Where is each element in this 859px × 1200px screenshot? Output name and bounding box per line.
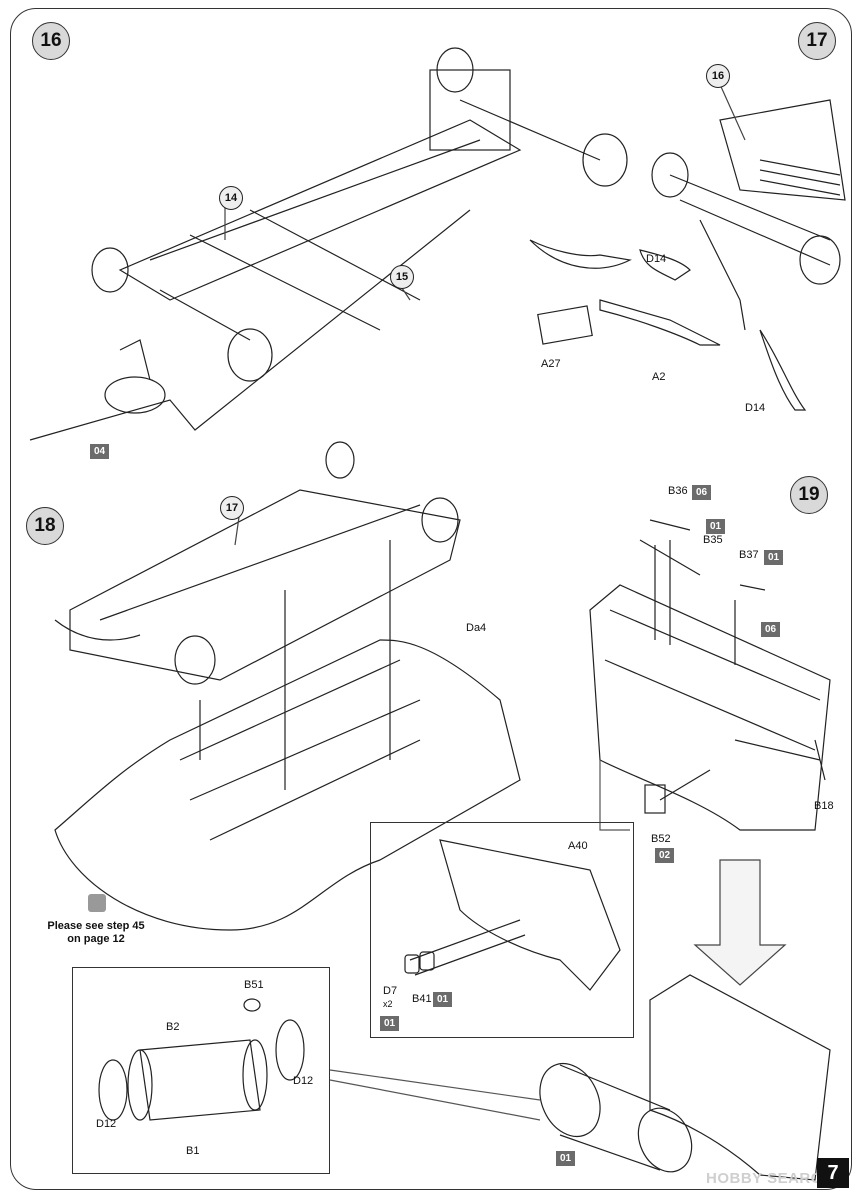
step18-floor-drawing	[54, 441, 521, 931]
label-a27: A27	[541, 358, 561, 370]
label-b1: B1	[186, 1145, 200, 1157]
label-b41: B41	[412, 993, 432, 1005]
label-b2: B2	[166, 1021, 180, 1033]
label-b37: B37	[739, 549, 759, 561]
label-d12: D12	[293, 1075, 314, 1087]
label-da4: Da4	[466, 622, 487, 634]
paint-code-badge: 06	[692, 485, 712, 500]
paint-code-badge: 01	[433, 992, 453, 1007]
watermark-text: HOBBY SEARCH	[706, 1170, 834, 1187]
final-assembly-drawing	[539, 974, 831, 1181]
paint-code-badge: 06	[761, 622, 781, 637]
paint-code-badge: 02	[655, 848, 675, 863]
label-d14: D14	[646, 253, 667, 265]
paint-code-badge: 01	[706, 519, 726, 534]
label-d14: D14	[745, 402, 766, 414]
label-b18: B18	[814, 800, 834, 812]
label-b51: B51	[244, 979, 264, 991]
callout-17: 17	[220, 496, 244, 520]
label-b35: B35	[703, 534, 723, 546]
label-d7-quantity: x2	[383, 999, 393, 1009]
paint-code-badge: 01	[764, 550, 784, 565]
paint-code-badge: 04	[90, 444, 110, 459]
step17-front-drawing	[529, 99, 846, 411]
page-frame	[10, 8, 852, 1190]
fuel-tank-inset-box	[72, 967, 330, 1174]
step16-chassis-drawing	[29, 47, 628, 441]
see-step-note: Please see step 45 on page 12	[36, 920, 156, 946]
note-icon	[88, 894, 106, 912]
paint-code-badge: 01	[380, 1016, 400, 1031]
tank-parts-drawing	[98, 998, 305, 1121]
step19-body-drawing	[589, 519, 831, 831]
a40-part-drawing	[404, 839, 621, 991]
label-b52: B52	[651, 833, 671, 845]
label-d12: D12	[96, 1118, 117, 1130]
note-line-1: Please see step 45	[47, 920, 145, 932]
callout-16: 16	[706, 64, 730, 88]
note-line-2: on page 12	[67, 933, 125, 945]
step-number-16: 16	[32, 22, 70, 60]
callout-15: 15	[390, 265, 414, 289]
label-d7: D7	[383, 985, 398, 997]
page-number: 7	[817, 1158, 849, 1188]
callout-14: 14	[219, 186, 243, 210]
step-number-17: 17	[798, 22, 836, 60]
label-a2: A2	[652, 371, 666, 383]
down-arrow	[693, 859, 787, 986]
step-number-19: 19	[790, 476, 828, 514]
label-b36: B36	[668, 485, 688, 497]
label-a40: A40	[568, 840, 588, 852]
a40-inset-box	[370, 822, 634, 1038]
paint-code-badge: 01	[556, 1151, 576, 1166]
step-number-18: 18	[26, 507, 64, 545]
